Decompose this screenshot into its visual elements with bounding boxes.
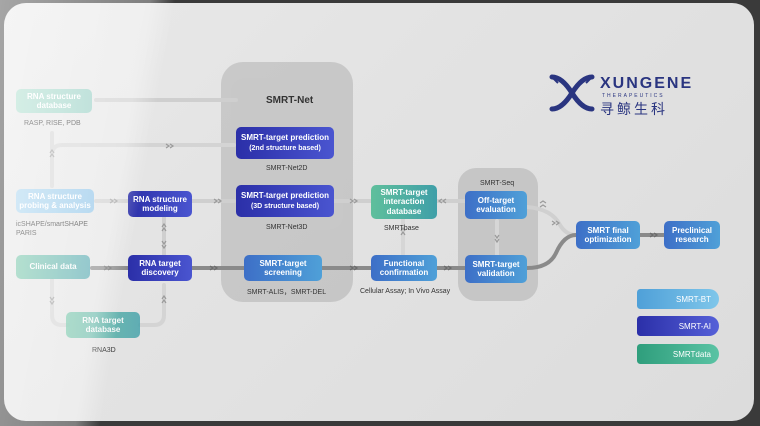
- legend-smrt-bt: SMRT-BT: [637, 289, 719, 309]
- caption-net3d: SMRT-Net3D: [266, 224, 308, 231]
- node-rna-structure-database: RNA structure database: [16, 89, 92, 113]
- node-final-optimization: SMRT final optimization: [576, 221, 640, 249]
- caption-alis-del: SMRT-ALIS，SMRT-DEL: [247, 289, 327, 296]
- caption-smrtbase: SMRTbase: [384, 225, 419, 232]
- node-rna-target-database: RNA target database: [66, 312, 140, 338]
- caption-icshape: icSHAPE/smartSHAPE: [16, 221, 88, 228]
- caption-assay: Cellular Assay; In Vivo Assay: [360, 288, 451, 295]
- node-rna-target-discovery: RNA target discovery: [128, 255, 192, 281]
- node-rna-structure-modeling: RNA structure modeling: [128, 191, 192, 217]
- diagram-canvas: SMRT-Net SMRT-Seq RNA structure database…: [4, 3, 754, 421]
- node-rna-structure-probing: RNA structure probing & analysis: [16, 189, 94, 213]
- legend-smrtdata: SMRTdata: [637, 344, 719, 364]
- smrt-seq-label: SMRT-Seq: [480, 180, 515, 187]
- node-preclinical-research: Preclinical research: [664, 221, 720, 249]
- xungene-logo-icon: [549, 74, 595, 112]
- brand-chinese: 寻鲸生科: [600, 101, 668, 117]
- caption-rna3d: RNA3D: [92, 347, 116, 354]
- caption-paris: PARIS: [16, 230, 37, 237]
- legend-smrt-ai: SMRT-AI: [637, 316, 719, 336]
- node-offtarget-evaluation: Off-target evaluation: [465, 191, 527, 219]
- node-clinical-data: Clinical data: [16, 255, 90, 279]
- node-target-screening: SMRT-target screening: [244, 255, 322, 281]
- node-prediction-3d: SMRT-target prediction (3D structure bas…: [236, 185, 334, 217]
- node-prediction-2d: SMRT-target prediction (2nd structure ba…: [236, 127, 334, 159]
- node-functional-confirmation: Functional confirmation: [371, 255, 437, 281]
- caption-rasp: RASP, RISE, PDB: [24, 120, 81, 127]
- brand-name: XUNGENE: [600, 75, 694, 92]
- node-interaction-database: SMRT-target interaction database: [371, 185, 437, 219]
- node-target-validation: SMRT-target validation: [465, 255, 527, 283]
- smrt-net-title: SMRT-Net: [266, 95, 314, 106]
- caption-net2d: SMRT-Net2D: [266, 165, 308, 172]
